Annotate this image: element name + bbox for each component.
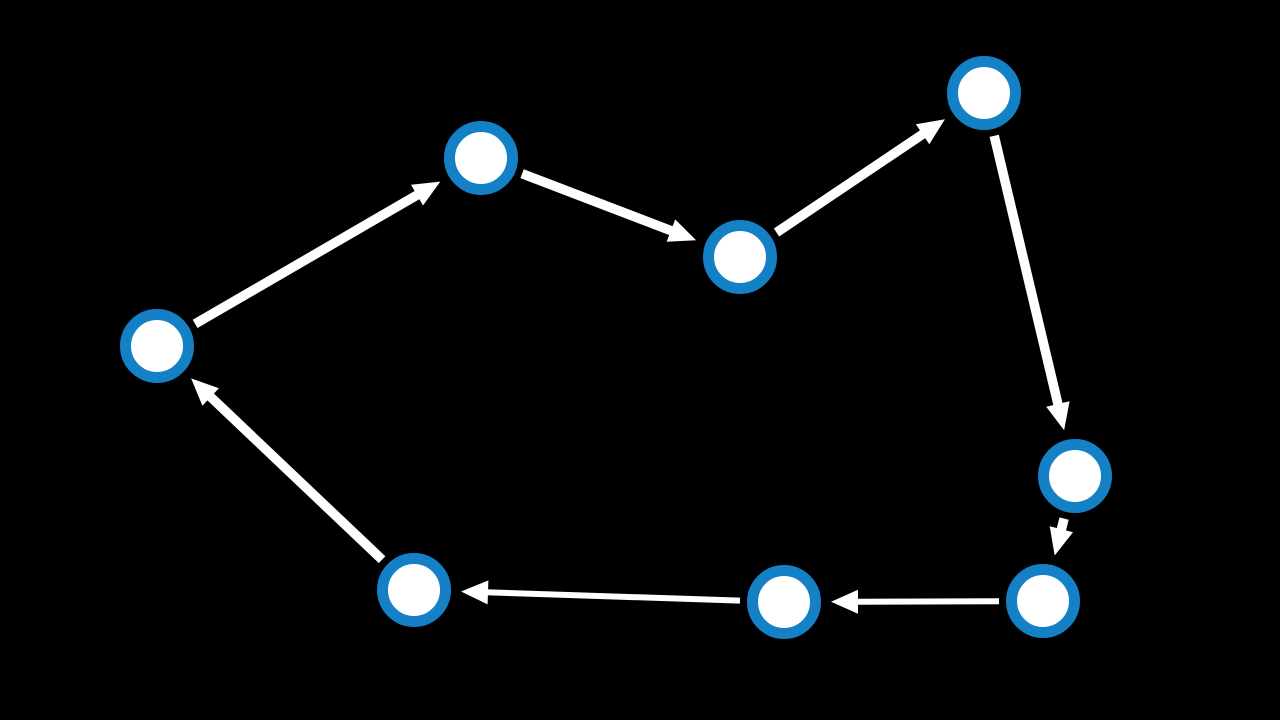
edge-arrowhead-bottom-middle-to-bottom-left — [461, 580, 489, 605]
edge-arrowhead-bottom-right-to-bottom-middle — [831, 589, 858, 614]
graph-node-upper-left — [444, 121, 518, 195]
graph-node-bottom-left — [377, 553, 451, 627]
graph-node-top-right — [947, 56, 1021, 130]
graph-node-bottom-right — [1006, 564, 1080, 638]
edge-arrowhead-right-to-bottom-right — [1049, 526, 1073, 556]
edge-line-bottom-right-to-bottom-middle — [855, 598, 1000, 605]
edge-arrowhead-upper-middle-to-top-right — [915, 119, 945, 145]
edge-line-left-to-upper-left — [192, 189, 422, 329]
edge-line-bottom-left-to-left — [205, 392, 386, 564]
edge-line-right-to-bottom-right — [1056, 517, 1069, 533]
graph-node-right — [1038, 439, 1112, 513]
edge-arrowhead-bottom-left-to-left — [191, 378, 219, 406]
graph-node-bottom-middle — [747, 565, 821, 639]
edge-line-upper-left-to-upper-middle — [520, 169, 675, 236]
edge-arrowhead-top-right-to-right — [1046, 401, 1070, 431]
graph-node-upper-middle — [703, 220, 777, 294]
edge-line-upper-middle-to-top-right — [773, 129, 927, 237]
edge-arrowhead-left-to-upper-left — [411, 181, 441, 206]
edge-arrowhead-upper-left-to-upper-middle — [666, 219, 697, 242]
edge-line-top-right-to-right — [989, 134, 1064, 408]
graph-node-left — [120, 309, 194, 383]
edge-line-bottom-middle-to-bottom-left — [485, 589, 741, 604]
